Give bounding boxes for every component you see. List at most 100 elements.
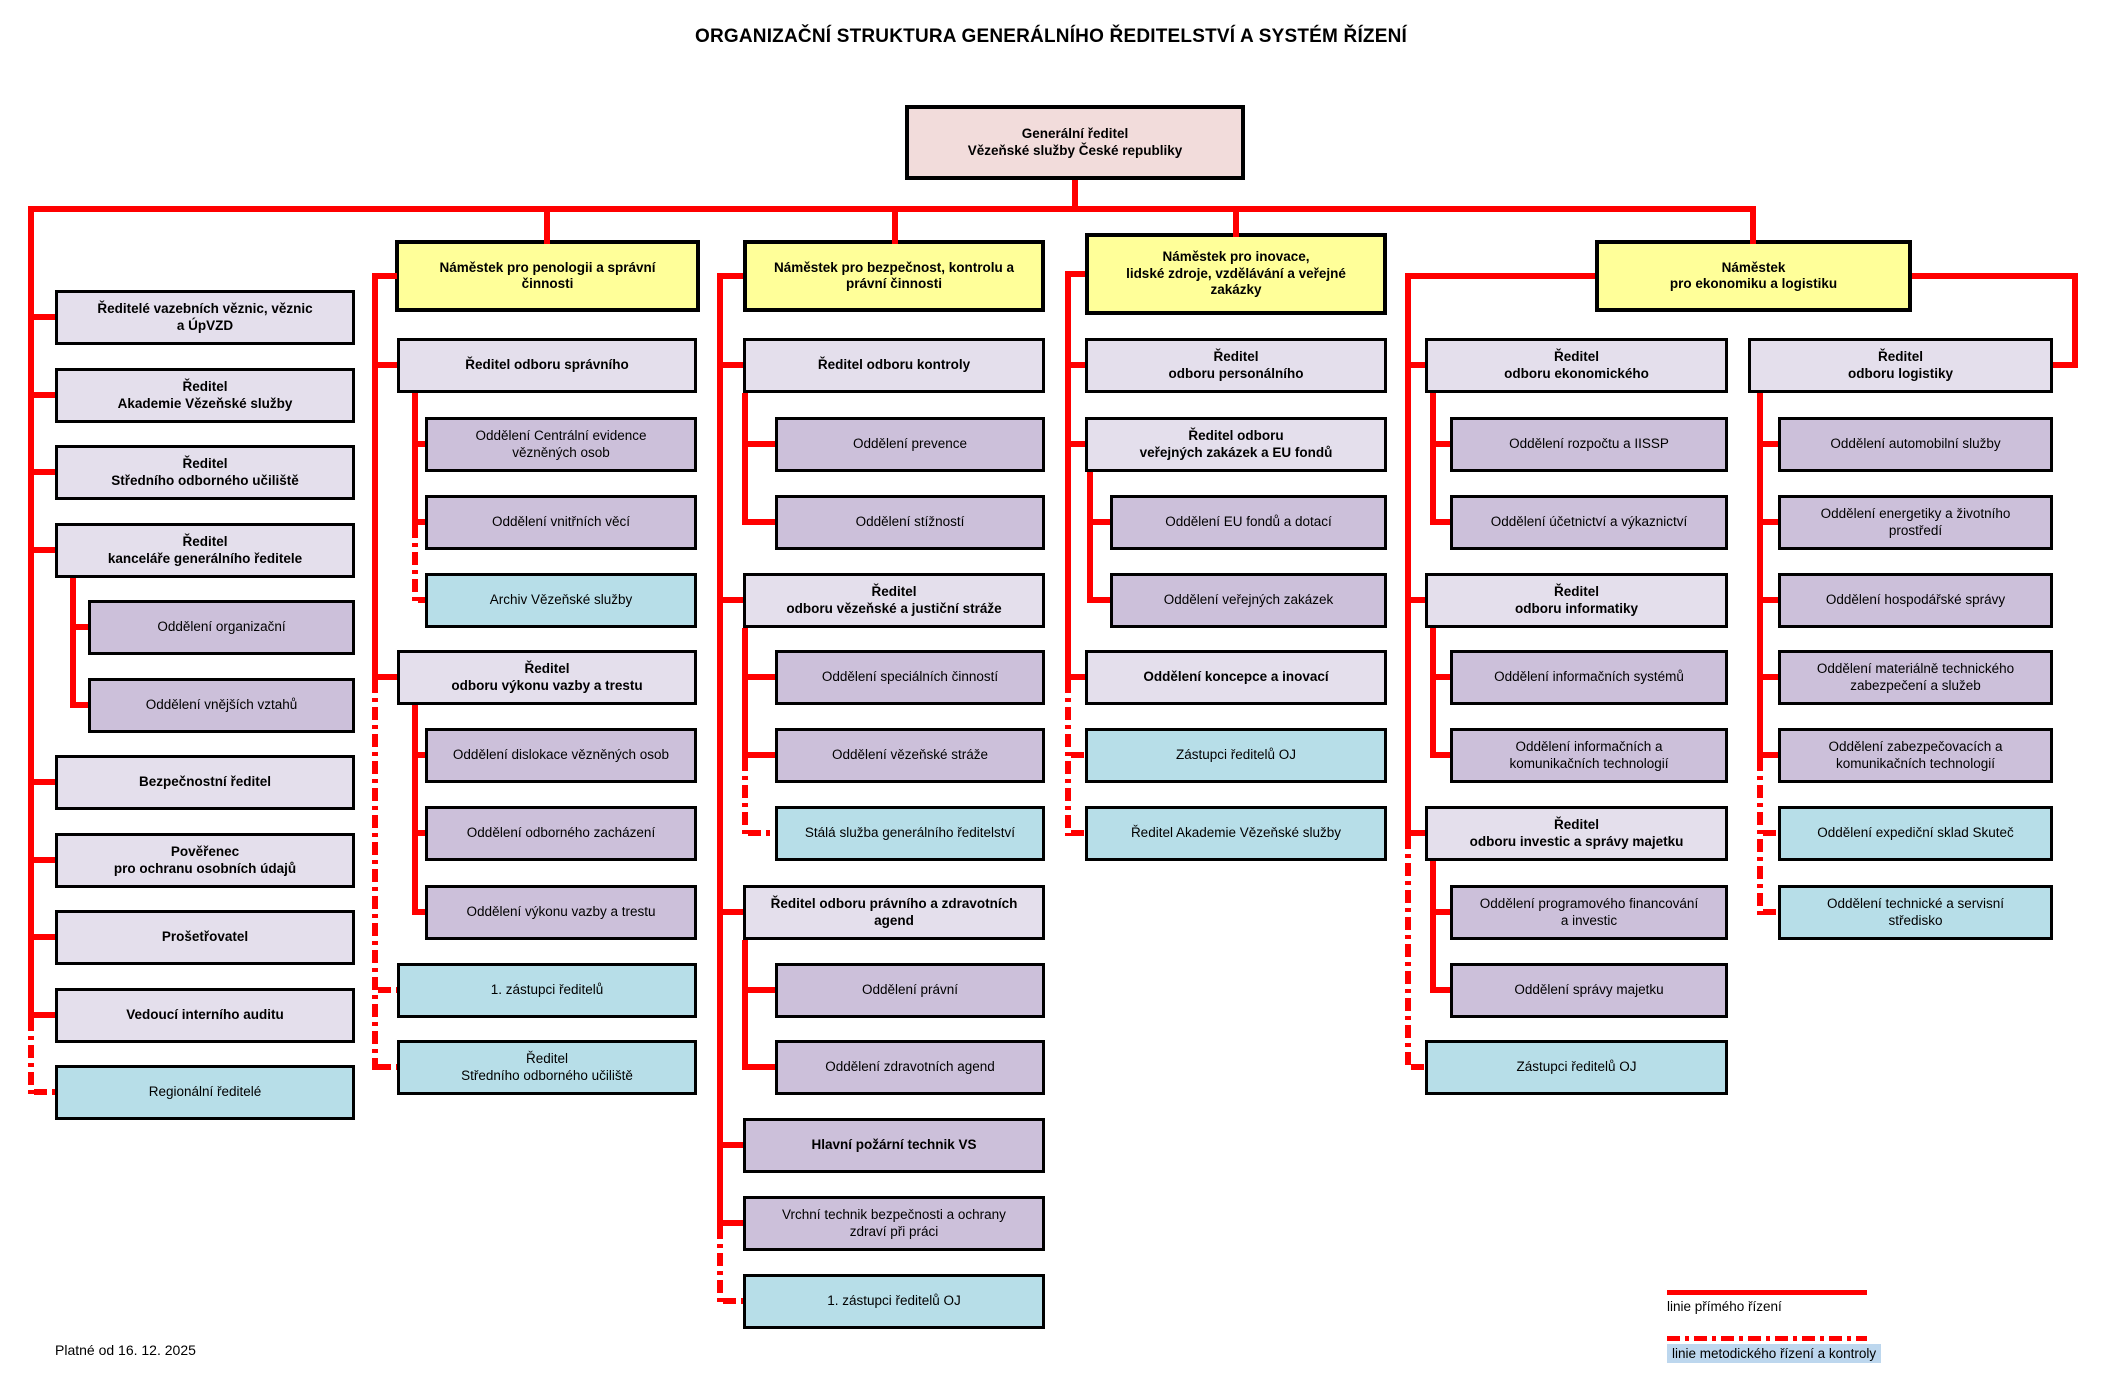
connector-line-dashed	[1405, 836, 1411, 1070]
node-dept-dispatch-warehouse: Oddělení expediční sklad Skuteč	[1778, 806, 2053, 861]
page-title: ORGANIZAČNÍ STRUKTURA GENERÁLNÍHO ŘEDITE…	[694, 26, 1408, 47]
node-security-director: Bezpečnostní ředitel	[55, 755, 355, 810]
connector-line	[34, 314, 55, 320]
connector-line	[34, 392, 55, 398]
connector-line	[70, 578, 76, 708]
node-dept-ict: Oddělení informačních a komunikačních te…	[1450, 728, 1728, 783]
node-dept-automobile-service: Oddělení automobilní služby	[1778, 417, 2053, 472]
connector-line	[1093, 597, 1110, 603]
connector-line-dashed	[412, 525, 418, 603]
connector-line	[1436, 752, 1450, 758]
connector-line	[34, 547, 55, 553]
node-director-gd-office: Ředitel kanceláře generálního ředitele	[55, 523, 355, 578]
connector-line-dashed	[748, 830, 775, 836]
node-director-procurement-eu-dept: Ředitel odboru veřejných zakázek a EU fo…	[1085, 417, 1387, 472]
connector-line	[742, 940, 748, 1070]
connector-line-dashed	[1757, 758, 1763, 915]
connector-line	[418, 909, 425, 915]
connector-line	[1763, 441, 1778, 447]
connector-line	[1763, 519, 1778, 525]
header-deputy-penology: Náměstek pro penologii a správní činnost…	[395, 240, 700, 312]
connector-line	[418, 519, 425, 525]
connector-line	[34, 779, 55, 785]
connector-line	[418, 830, 425, 836]
connector-line	[2072, 273, 2078, 368]
connector-line	[34, 934, 55, 940]
connector-line	[1763, 752, 1778, 758]
node-director-logistics-dept: Ředitel odboru logistiky	[1748, 338, 2053, 393]
connector-line	[1750, 210, 1756, 244]
node-director-vocational-school-2: Ředitel Středního odborného učiliště	[397, 1040, 697, 1095]
connector-line	[1233, 210, 1239, 237]
connector-line-dashed	[723, 1298, 743, 1304]
connector-line-dashed	[378, 1064, 397, 1070]
header-deputy-innovation: Náměstek pro inovace, lidské zdroje, vzd…	[1085, 233, 1387, 315]
connector-line	[1071, 441, 1085, 447]
node-dept-technical-service-center: Oddělení technické a servisní středisko	[1778, 885, 2053, 940]
connector-line	[1436, 909, 1450, 915]
node-dept-property-management: Oddělení správy majetku	[1450, 963, 1728, 1018]
connector-line-dashed	[1071, 830, 1085, 836]
connector-line-dashed	[1071, 752, 1085, 758]
connector-line	[372, 273, 397, 279]
connector-line-dashed	[418, 597, 425, 603]
node-dept-organizational: Oddělení organizační	[88, 600, 355, 655]
node-deputy-directors-oj-2: Zástupci ředitelů OJ	[1425, 1040, 1728, 1095]
connector-line	[544, 210, 550, 244]
connector-line	[378, 362, 397, 368]
connector-line	[412, 705, 418, 915]
node-dept-dislocation: Oddělení dislokace vězněných osob	[425, 728, 697, 783]
connector-line-dashed	[378, 987, 397, 993]
node-directors-of-prisons: Ředitelé vazebních věznic, věznic a ÚpVZ…	[55, 290, 355, 345]
node-director-academy: Ředitel Akademie Vězeňské služby	[55, 368, 355, 423]
connector-line	[723, 597, 743, 603]
node-dept-internal-affairs: Oddělení vnitřních věcí	[425, 495, 697, 550]
connector-line	[748, 752, 775, 758]
node-director-custody-dept: Ředitel odboru výkonu vazby a trestu	[397, 650, 697, 705]
node-dept-external-relations: Oddělení vnějších vztahů	[88, 678, 355, 733]
node-dept-legal: Oddělení právní	[775, 963, 1045, 1018]
connector-line	[748, 987, 775, 993]
node-director-it-dept: Ředitel odboru informatiky	[1425, 573, 1728, 628]
valid-from-note: Platné od 16. 12. 2025	[55, 1342, 196, 1358]
connector-line	[1411, 597, 1425, 603]
connector-line	[1912, 273, 2078, 279]
node-dept-professional-treatment: Oddělení odborného zacházení	[425, 806, 697, 861]
node-prison-service-archive: Archiv Vězeňské služby	[425, 573, 697, 628]
connector-line	[742, 628, 748, 758]
node-investigator: Prošetřovatel	[55, 910, 355, 965]
node-dept-concept-innovation: Oddělení koncepce a inovací	[1085, 650, 1387, 705]
connector-line-dashed	[1763, 830, 1778, 836]
node-dept-budget-iissp: Oddělení rozpočtu a IISSP	[1450, 417, 1728, 472]
node-general-director: Generální ředitel Vězeňské služby České …	[905, 105, 1245, 180]
connector-line	[748, 519, 775, 525]
connector-line	[1065, 271, 1085, 277]
node-director-prison-judicial-guard: Ředitel odboru vězeňské a justiční stráž…	[743, 573, 1045, 628]
connector-line	[723, 909, 743, 915]
connector-line	[892, 210, 898, 244]
connector-line	[418, 752, 425, 758]
node-dept-public-procurement: Oddělení veřejných zakázek	[1110, 573, 1387, 628]
connector-line	[717, 273, 743, 279]
node-dept-economic-administration: Oddělení hospodářské správy	[1778, 573, 2053, 628]
connector-line	[1071, 674, 1085, 680]
connector-line	[1757, 393, 1763, 758]
connector-line	[28, 206, 34, 1018]
node-dept-energy-environment: Oddělení energetiky a životního prostřed…	[1778, 495, 2053, 550]
node-permanent-service-hq: Stálá služba generálního ředitelství	[775, 806, 1045, 861]
connector-line	[34, 857, 55, 863]
node-regional-directors: Regionální ředitelé	[55, 1065, 355, 1120]
connector-line	[1065, 271, 1071, 680]
connector-line-dashed	[1065, 680, 1071, 836]
connector-line-dashed	[372, 680, 378, 1070]
connector-line	[418, 441, 425, 447]
connector-line	[1072, 180, 1078, 208]
connector-line-dashed	[717, 1226, 723, 1304]
connector-line-dashed	[34, 1089, 55, 1095]
node-first-deputy-directors: 1. zástupci ředitelů	[397, 963, 697, 1018]
header-deputy-security: Náměstek pro bezpečnost, kontrolu a práv…	[743, 240, 1045, 312]
node-director-academy-2: Ředitel Akademie Vězeňské služby	[1085, 806, 1387, 861]
connector-line	[742, 393, 748, 525]
connector-line	[1093, 519, 1110, 525]
connector-line	[723, 362, 743, 368]
